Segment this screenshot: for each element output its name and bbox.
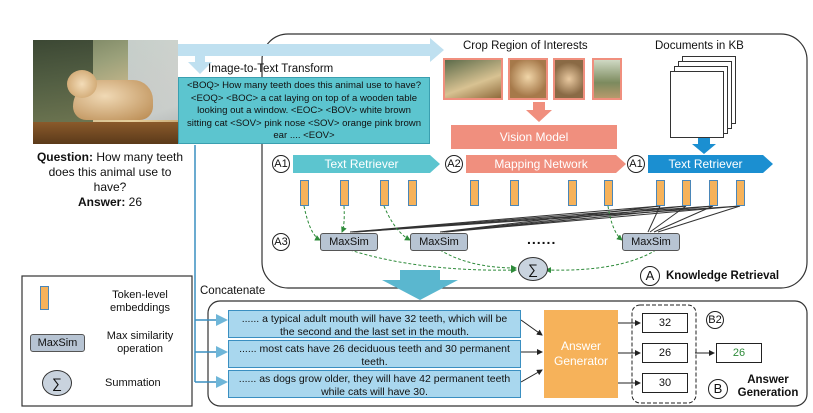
text-retriever-left-arrow	[430, 155, 440, 173]
legend-sum-icon: ∑	[42, 370, 72, 396]
vision-model-box: Vision Model	[451, 125, 617, 149]
summation-node: ∑	[518, 257, 548, 281]
document-stack	[670, 56, 740, 138]
token-embedding	[510, 180, 519, 206]
candidate-answer-3: 30	[642, 373, 688, 393]
question-text: How many teeth does this animal use to h…	[48, 150, 184, 194]
label-a1-left: A1	[272, 155, 290, 173]
summation-symbol: ∑	[528, 261, 538, 277]
legend-token-icon	[40, 286, 49, 310]
answer-label: Answer:	[77, 195, 126, 209]
passage-2-text: ...... most cats have 26 deciduous teeth…	[239, 343, 510, 368]
text-retriever-right: Text Retriever	[648, 155, 763, 173]
token-embedding	[682, 180, 691, 206]
token-embedding	[470, 180, 479, 206]
label-b2: B2	[706, 311, 724, 329]
question-label: Question:	[36, 150, 93, 164]
mapping-network-label: Mapping Network	[494, 157, 588, 171]
token-embedding	[568, 180, 577, 206]
crop-region-title: Crop Region of Interests	[463, 40, 588, 52]
label-a: A	[640, 266, 660, 286]
cat-photo	[33, 40, 178, 144]
vision-model-label: Vision Model	[499, 130, 569, 144]
passage-1: ...... a typical adult mouth will have 3…	[228, 310, 521, 338]
concatenate-label: Concatenate	[200, 285, 266, 297]
legend-sum-label: Summation	[105, 377, 161, 389]
image-to-text-title: Image-to-Text Transform	[208, 63, 334, 75]
legend-sum-symbol: ∑	[52, 375, 62, 391]
knowledge-retrieval-label: Knowledge Retrieval	[666, 270, 780, 282]
image-to-text-box: <BOQ> How many teeth does this animal us…	[178, 77, 430, 144]
legend-token-label: Token-level embeddings	[110, 289, 170, 314]
passage-3-text: ...... as dogs grow older, they will hav…	[238, 373, 511, 398]
crop-thumb-4	[592, 58, 622, 100]
passage-2: ...... most cats have 26 deciduous teeth…	[228, 340, 521, 368]
token-embedding	[736, 180, 745, 206]
concatenate-arrow	[382, 270, 458, 300]
answer-generation-label: Answer Generation	[737, 374, 799, 399]
token-embedding	[300, 180, 309, 206]
candidate-answer-2: 26	[642, 343, 688, 363]
maxsim-box-3: MaxSim	[622, 233, 680, 251]
answer-generator-label: Answer Generator	[553, 339, 609, 368]
maxsim-box-1: MaxSim	[320, 233, 378, 251]
image-to-crop-arrow	[178, 38, 444, 62]
mapping-network-arrow	[616, 155, 626, 173]
candidate-answer-1: 32	[642, 313, 688, 333]
final-answer: 26	[716, 343, 762, 363]
token-embedding	[340, 180, 349, 206]
answer-generator-box: Answer Generator	[544, 310, 618, 398]
crop-thumb-3	[553, 58, 585, 100]
answer-text: 26	[128, 195, 143, 209]
maxsim-box-2: MaxSim	[410, 233, 468, 251]
label-a2: A2	[445, 155, 463, 173]
image-to-text-content: <BOQ> How many teeth does this animal us…	[186, 80, 422, 142]
label-a3: A3	[272, 233, 290, 251]
token-embedding	[408, 180, 417, 206]
crop-thumb-2	[508, 58, 548, 100]
legend-maxsim-icon: MaxSim	[30, 334, 85, 352]
text-retriever-left: Text Retriever	[293, 155, 430, 173]
legend-maxsim-label: Max similarity operation	[106, 330, 174, 355]
passage-1-text: ...... a typical adult mouth will have 3…	[241, 313, 508, 338]
legend-container	[21, 275, 193, 407]
label-a1-right: A1	[627, 155, 645, 173]
documents-title: Documents in KB	[655, 40, 744, 52]
token-embedding	[656, 180, 665, 206]
mapping-network-box: Mapping Network	[466, 155, 616, 173]
crop-thumb-1	[443, 58, 503, 100]
passage-3: ...... as dogs grow older, they will hav…	[228, 370, 521, 398]
question-block: Question: How many teeth does this anima…	[35, 150, 185, 210]
text-retriever-right-label: Text Retriever	[668, 157, 743, 171]
text-retriever-right-arrow	[763, 155, 773, 173]
token-embedding	[709, 180, 718, 206]
answer-generation-container	[207, 300, 808, 407]
knowledge-retrieval-container	[261, 33, 808, 289]
token-embedding	[604, 180, 613, 206]
text-retriever-left-label: Text Retriever	[324, 157, 399, 171]
label-b: B	[708, 379, 728, 399]
ellipsis: ......	[527, 231, 557, 247]
token-embedding	[380, 180, 389, 206]
